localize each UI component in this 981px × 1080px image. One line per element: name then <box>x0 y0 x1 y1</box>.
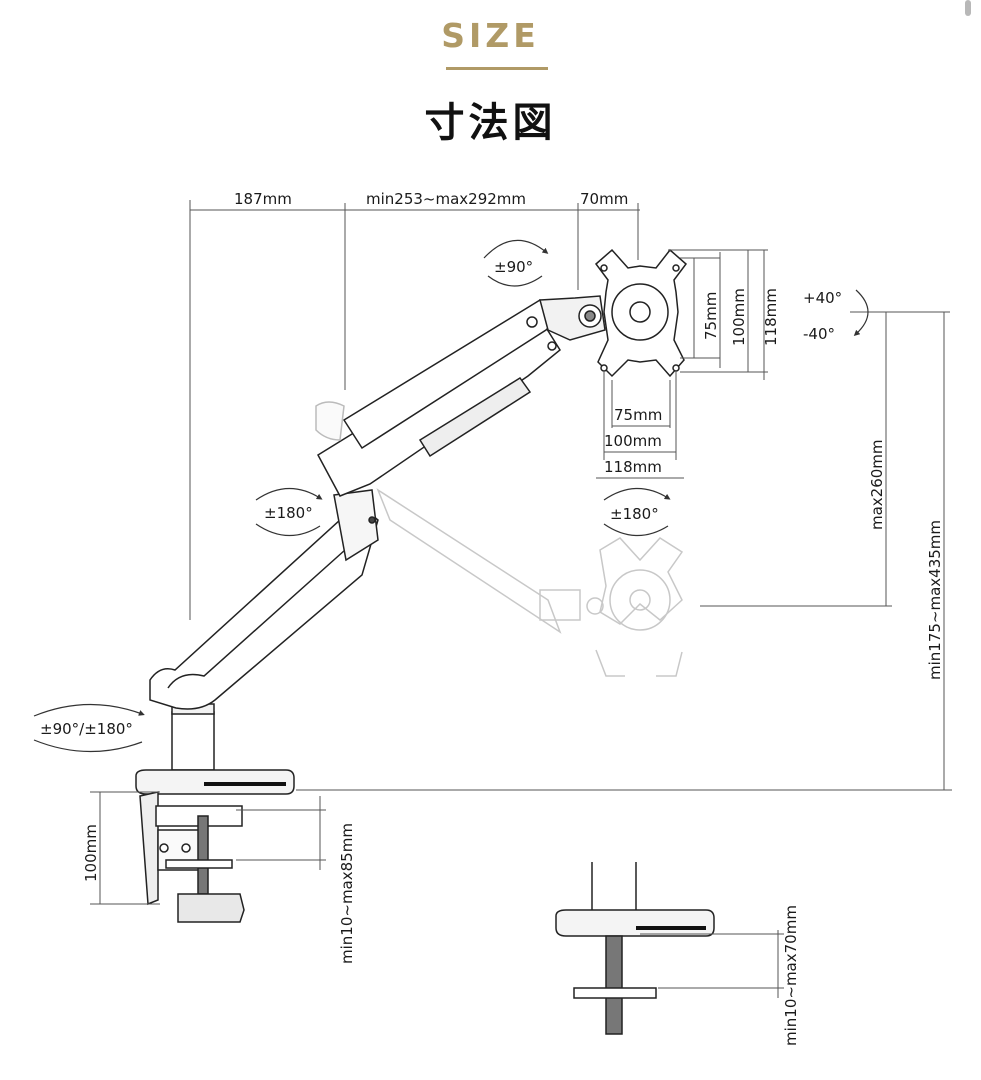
vesa-v-100-label: 100mm <box>730 288 748 346</box>
plate-h-118-label: 118mm <box>604 458 662 476</box>
base-height-label: 100mm <box>82 824 100 882</box>
arm-base-offset-label: 187mm <box>234 190 292 208</box>
vertical-travel-label: max260mm <box>868 439 886 530</box>
grommet-base <box>555 862 715 1035</box>
vesa-h-100-label: 100mm <box>604 432 662 450</box>
pole <box>171 711 215 771</box>
grommet-dims <box>640 930 784 998</box>
clamp-body <box>139 791 159 906</box>
ghost-arm <box>376 488 684 677</box>
head-swivel-label: ±90° <box>494 258 533 276</box>
height-dims <box>296 311 952 791</box>
scrollbar-thumb[interactable] <box>965 0 971 16</box>
plate-rotation-label: ±180° <box>610 505 659 523</box>
tilt-down-label: -40° <box>803 325 835 343</box>
vesa-v-75-label: 75mm <box>702 292 720 340</box>
grommet-range-label: min10~max70mm <box>782 905 800 1046</box>
base-swivel-label: ±90°/±180° <box>40 720 133 738</box>
page-title: 寸法図 <box>424 100 557 146</box>
tilt-up-label: +40° <box>803 289 842 307</box>
top-dimension-lines <box>189 200 640 620</box>
plate-v-118-label: 118mm <box>762 288 780 346</box>
vesa-h-75-label: 75mm <box>614 406 662 424</box>
clamp-base <box>135 769 295 923</box>
vesa-plate <box>594 248 688 378</box>
elbow-swivel-label: ±180° <box>264 504 313 522</box>
size-title: SIZE <box>441 16 540 55</box>
title-underline <box>446 67 548 70</box>
head-offset-label: 70mm <box>580 190 628 208</box>
vesa-horizontal-dims <box>596 370 684 479</box>
lower-arm <box>149 504 379 710</box>
elbow <box>333 489 379 562</box>
rotation-arcs <box>33 239 869 753</box>
arm-reach-label: min253~max292mm <box>366 190 526 208</box>
vesa-vertical-dims <box>668 249 768 380</box>
clamp-range-label: min10~max85mm <box>338 823 356 964</box>
clamp-dims <box>90 791 326 905</box>
monitor-arm <box>149 295 606 771</box>
total-height-label: min175~max435mm <box>926 520 944 680</box>
